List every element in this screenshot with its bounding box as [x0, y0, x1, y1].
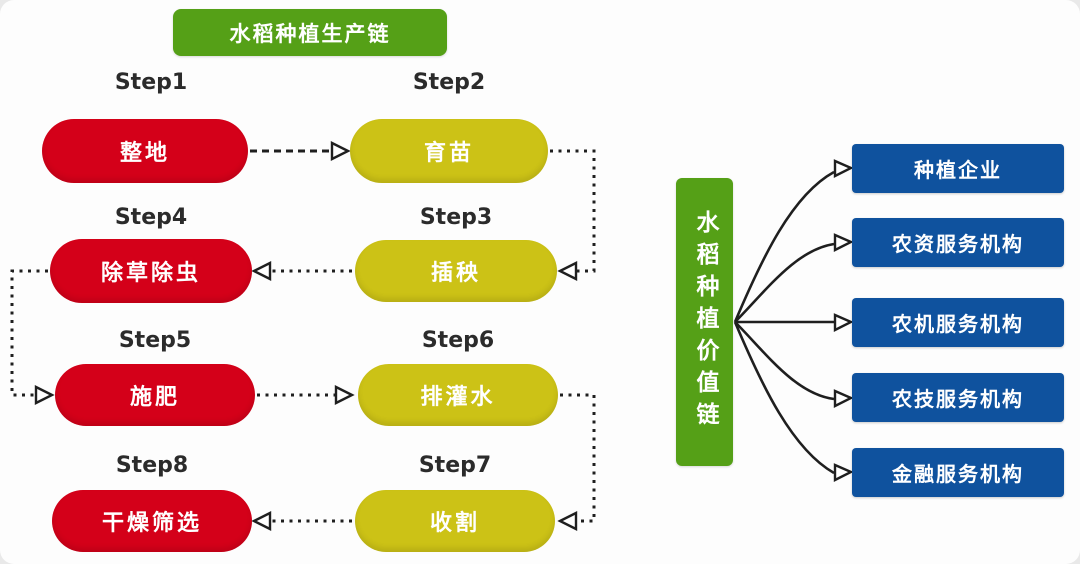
arrow-valuechain-entity5: [733, 321, 835, 475]
arrow-step4-step5: [10, 269, 48, 397]
label-step3: Step3: [419, 205, 493, 230]
production-chain-title: 水稻种植生产链: [173, 9, 447, 56]
entity-planting-enterprise: 种植企业: [852, 144, 1064, 193]
label-step6: Step6: [421, 328, 495, 353]
arrow-valuechain-entity4: [734, 321, 835, 401]
label-step4: Step4: [114, 205, 188, 230]
node-step7-shouge: 收割: [355, 490, 555, 552]
entity-financial-service: 金融服务机构: [852, 448, 1064, 497]
label-step8: Step8: [115, 453, 189, 478]
node-step5-shifei: 施肥: [55, 364, 255, 426]
label-step7: Step7: [418, 453, 492, 478]
value-chain-title-box: 水稻种植价值链: [676, 178, 733, 466]
value-chain-title: 水稻种植价值链: [692, 210, 718, 434]
label-step1: Step1: [114, 70, 188, 95]
node-step1-zhengdi: 整地: [42, 119, 248, 183]
node-step4-chucaochuchong: 除草除虫: [50, 239, 252, 303]
label-step2: Step2: [412, 70, 486, 95]
entity-agri-technology-service: 农技服务机构: [852, 373, 1064, 422]
node-step3-chayang: 插秧: [355, 240, 557, 302]
entity-agri-supply-service: 农资服务机构: [852, 218, 1064, 267]
node-step6-paiguanshui: 排灌水: [358, 364, 558, 426]
arrow-step6-step7: [560, 393, 596, 523]
entity-agri-machinery-service: 农机服务机构: [852, 298, 1064, 347]
arrow-valuechain-entity1: [733, 170, 835, 323]
node-step2-yumiao: 育苗: [350, 119, 548, 183]
label-step5: Step5: [118, 328, 192, 353]
node-step8-ganzaoshaixuan: 干燥筛选: [52, 490, 252, 552]
arrow-valuechain-entity2: [734, 242, 835, 323]
